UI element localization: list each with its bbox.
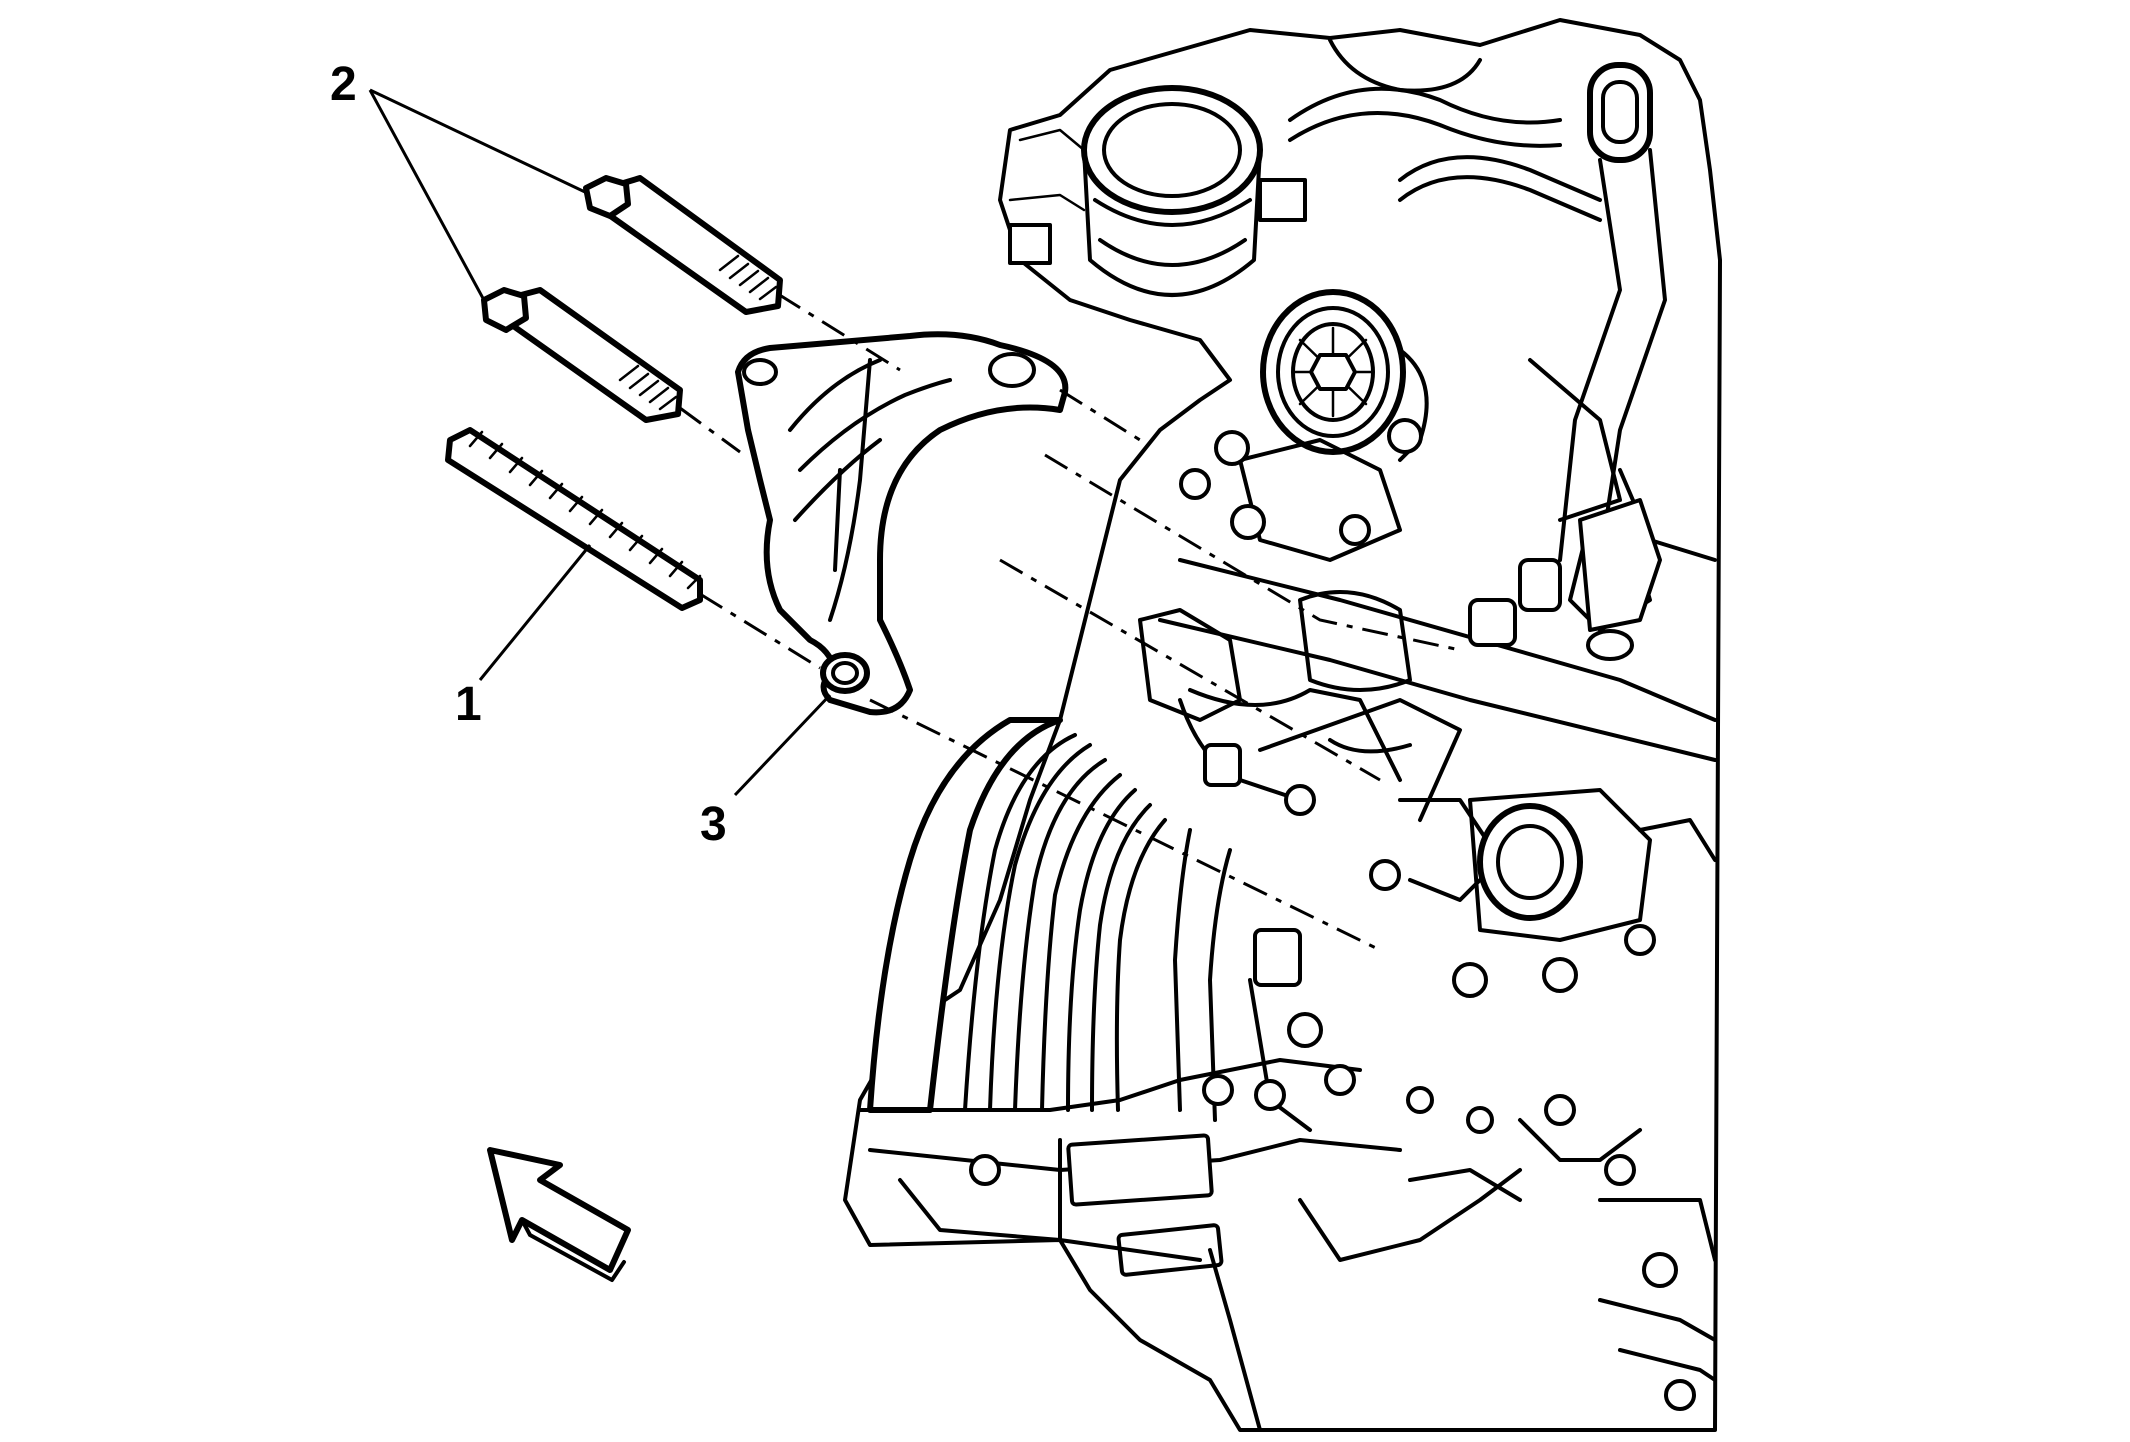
generator-bracket bbox=[735, 331, 1069, 716]
water-pump-boss bbox=[1468, 788, 1717, 942]
callout-1: 1 bbox=[455, 678, 482, 731]
idler-pulley bbox=[1260, 289, 1429, 462]
view-direction-arrow-icon bbox=[487, 1147, 631, 1282]
lifting-bracket bbox=[1558, 62, 1667, 562]
callout-3: 3 bbox=[700, 798, 727, 851]
callout-leaders bbox=[368, 88, 832, 797]
throttle-body bbox=[1008, 85, 1307, 297]
callout-2: 2 bbox=[330, 58, 357, 111]
bolt-lower bbox=[481, 287, 683, 423]
alignment-lines bbox=[679, 292, 1461, 952]
bolt-upper bbox=[583, 175, 783, 315]
stud bbox=[445, 427, 703, 611]
